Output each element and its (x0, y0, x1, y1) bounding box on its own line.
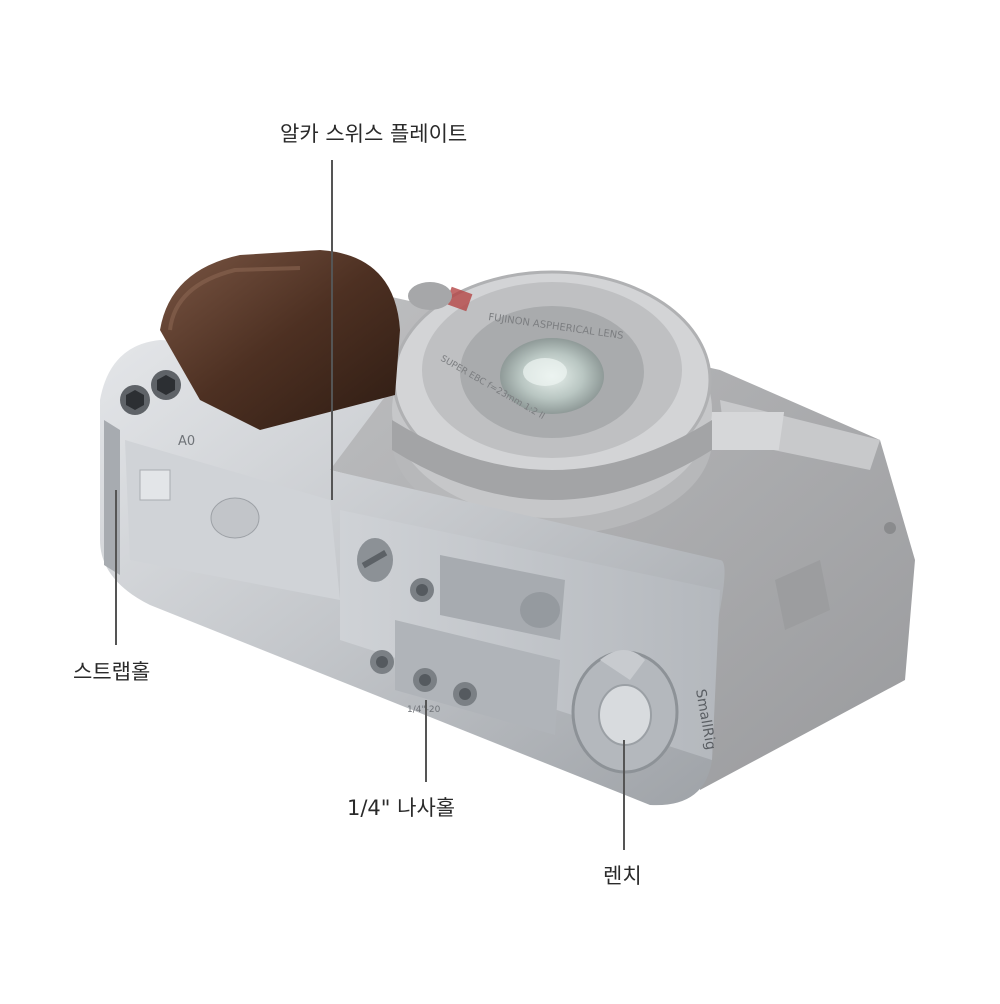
wood-grip (160, 250, 400, 430)
plate-marking: 1/4"-20 (407, 705, 441, 715)
side-marking: A0 (178, 434, 195, 449)
wrench-label: 렌치 (603, 864, 642, 888)
wrench (571, 650, 679, 774)
alca-swiss-callout-line (331, 160, 333, 500)
screw-hole-label: 1/4" 나사홀 (347, 796, 456, 820)
strap-hole-callout-line (115, 490, 117, 645)
grip-screws (120, 370, 181, 415)
alca-swiss-plate-label: 알카 스위스 플레이트 (280, 122, 468, 146)
wrench-callout-line (623, 740, 625, 850)
strap-hole-label: 스트랩홀 (73, 660, 151, 684)
screw-hole-callout-line (425, 700, 427, 782)
